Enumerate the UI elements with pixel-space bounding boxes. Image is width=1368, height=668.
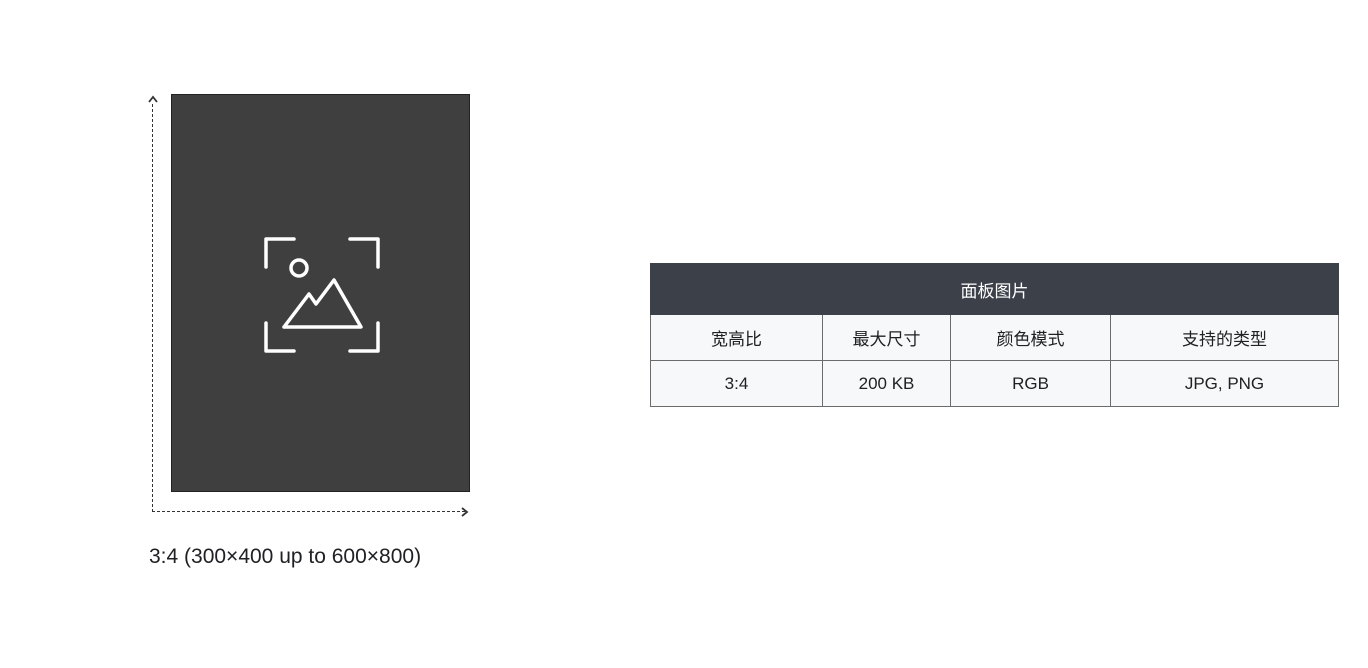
cell-supported-types: JPG, PNG <box>1110 360 1339 407</box>
width-axis-dashed-line <box>152 511 465 512</box>
cell-aspect-ratio: 3:4 <box>650 360 823 407</box>
table-header-row: 宽高比 最大尺寸 颜色模式 支持的类型 <box>650 314 1339 361</box>
cell-color-mode: RGB <box>950 360 1111 407</box>
panel-image-placeholder <box>171 94 470 492</box>
panel-image-spec-table: 面板图片 宽高比 最大尺寸 颜色模式 支持的类型 3:4 200 KB RGB … <box>650 263 1339 407</box>
header-supported-types: 支持的类型 <box>1110 314 1339 361</box>
header-max-size: 最大尺寸 <box>822 314 951 361</box>
aspect-ratio-caption: 3:4 (300×400 up to 600×800) <box>149 545 422 568</box>
table-title: 面板图片 <box>650 263 1339 315</box>
header-color-mode: 颜色模式 <box>950 314 1111 361</box>
header-aspect-ratio: 宽高比 <box>650 314 823 361</box>
cell-max-size: 200 KB <box>822 360 951 407</box>
table-row: 3:4 200 KB RGB JPG, PNG <box>650 360 1339 407</box>
height-axis-dashed-line <box>152 104 153 512</box>
arrow-up-icon <box>148 95 158 103</box>
image-placeholder-icon <box>264 237 380 353</box>
arrow-right-icon <box>461 507 469 517</box>
